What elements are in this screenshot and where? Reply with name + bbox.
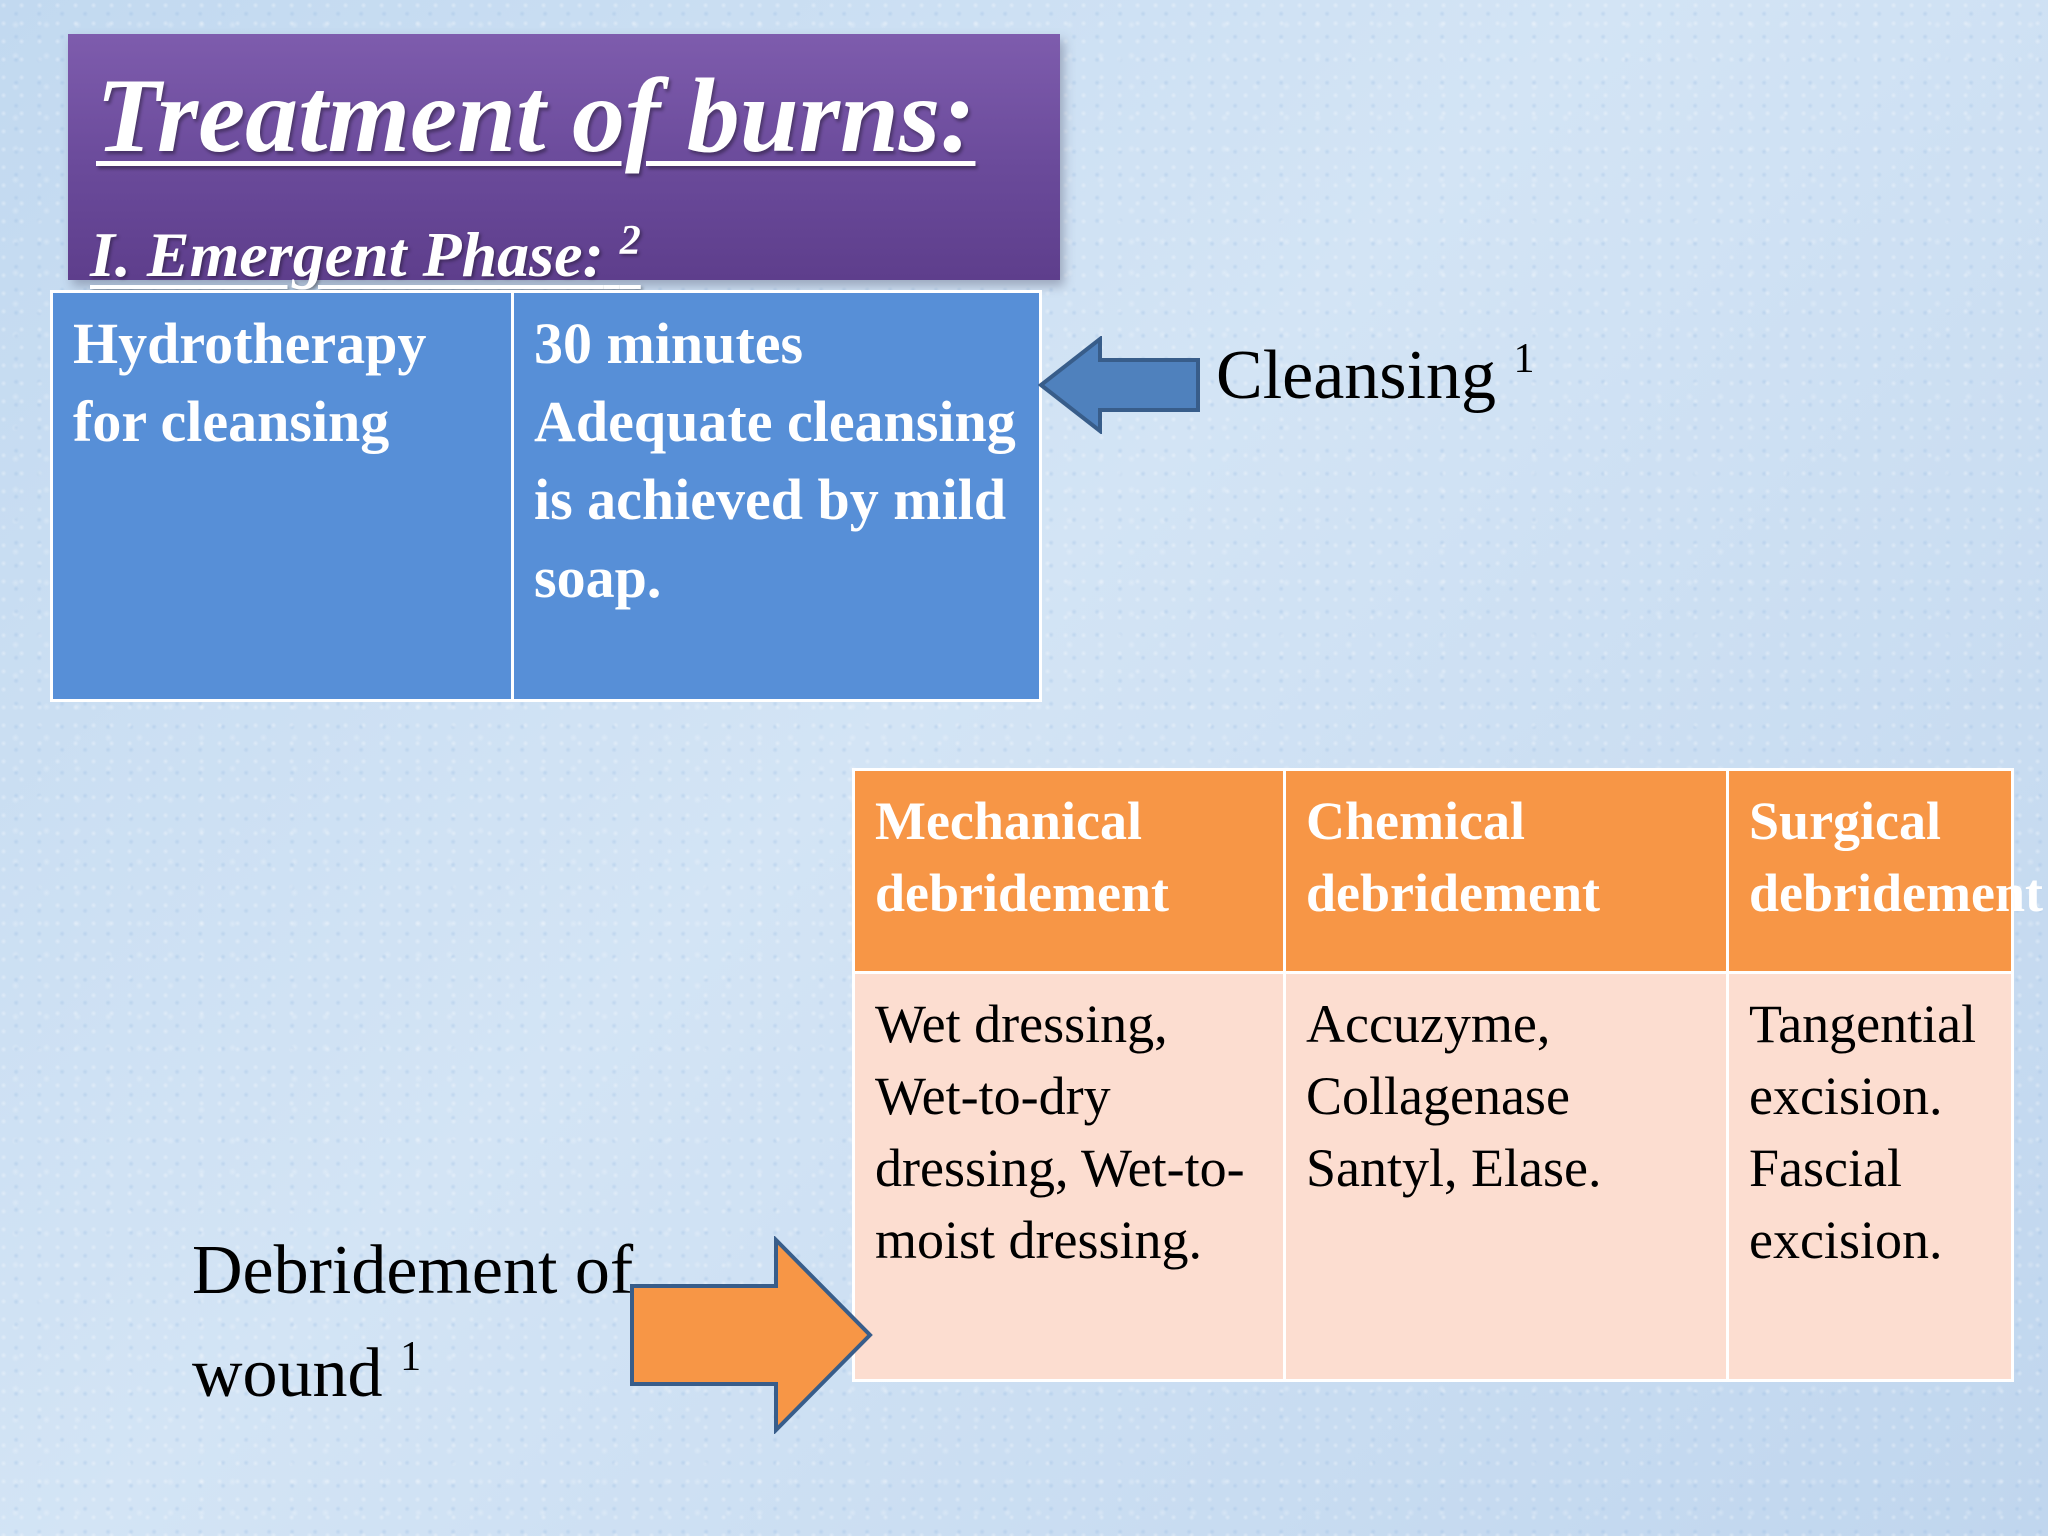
debridement-label-line2: wound 1 — [192, 1314, 633, 1417]
cleansing-method-cell: Hydrotherapy for cleansing — [50, 290, 514, 702]
cleansing-detail-cell: 30 minutes Adequate cleansing is achieve… — [511, 290, 1042, 702]
cell-mechanical: Wet dressing, Wet-to-dry dressing, Wet-t… — [852, 971, 1286, 1382]
subtitle-text: I. Emergent Phase: — [90, 219, 604, 290]
slide-subtitle: I. Emergent Phase: 2 — [90, 220, 641, 287]
table-header-row: Mechanical debridement Chemical debridem… — [852, 768, 2043, 974]
cell-surgical: Tangential excision. Fascial excision. — [1726, 971, 2014, 1382]
header-chemical: Chemical debridement — [1283, 768, 1729, 974]
title-banner: Treatment of burns: I. Emergent Phase: 2 — [68, 34, 1060, 287]
debridement-callout: Debridement of wound 1 — [192, 1228, 633, 1417]
cleansing-table: Hydrotherapy for cleansing 30 minutes Ad… — [50, 290, 1042, 702]
header-mechanical: Mechanical debridement — [852, 768, 1286, 974]
header-surgical: Surgical debridement — [1726, 768, 2043, 974]
cell-chemical: Accuzyme, Collagenase Santyl, Elase. — [1283, 971, 1729, 1382]
slide-title: Treatment of burns: — [96, 57, 976, 174]
debridement-label-word: wound — [192, 1335, 383, 1412]
debridement-label-line1: Debridement of — [192, 1232, 634, 1309]
cleansing-reference: 1 — [1513, 336, 1535, 382]
table-row: Wet dressing, Wet-to-dry dressing, Wet-t… — [852, 971, 2014, 1382]
left-arrow-icon — [1038, 336, 1200, 434]
subtitle-reference: 2 — [619, 218, 641, 264]
debridement-table: Mechanical debridement Chemical debridem… — [852, 768, 2043, 1382]
cleansing-callout: Cleansing 1 — [1216, 338, 1534, 411]
right-arrow-icon — [630, 1236, 873, 1434]
table-row: Hydrotherapy for cleansing 30 minutes Ad… — [50, 290, 1042, 702]
cleansing-label: Cleansing — [1216, 337, 1496, 414]
debridement-reference: 1 — [400, 1334, 422, 1380]
